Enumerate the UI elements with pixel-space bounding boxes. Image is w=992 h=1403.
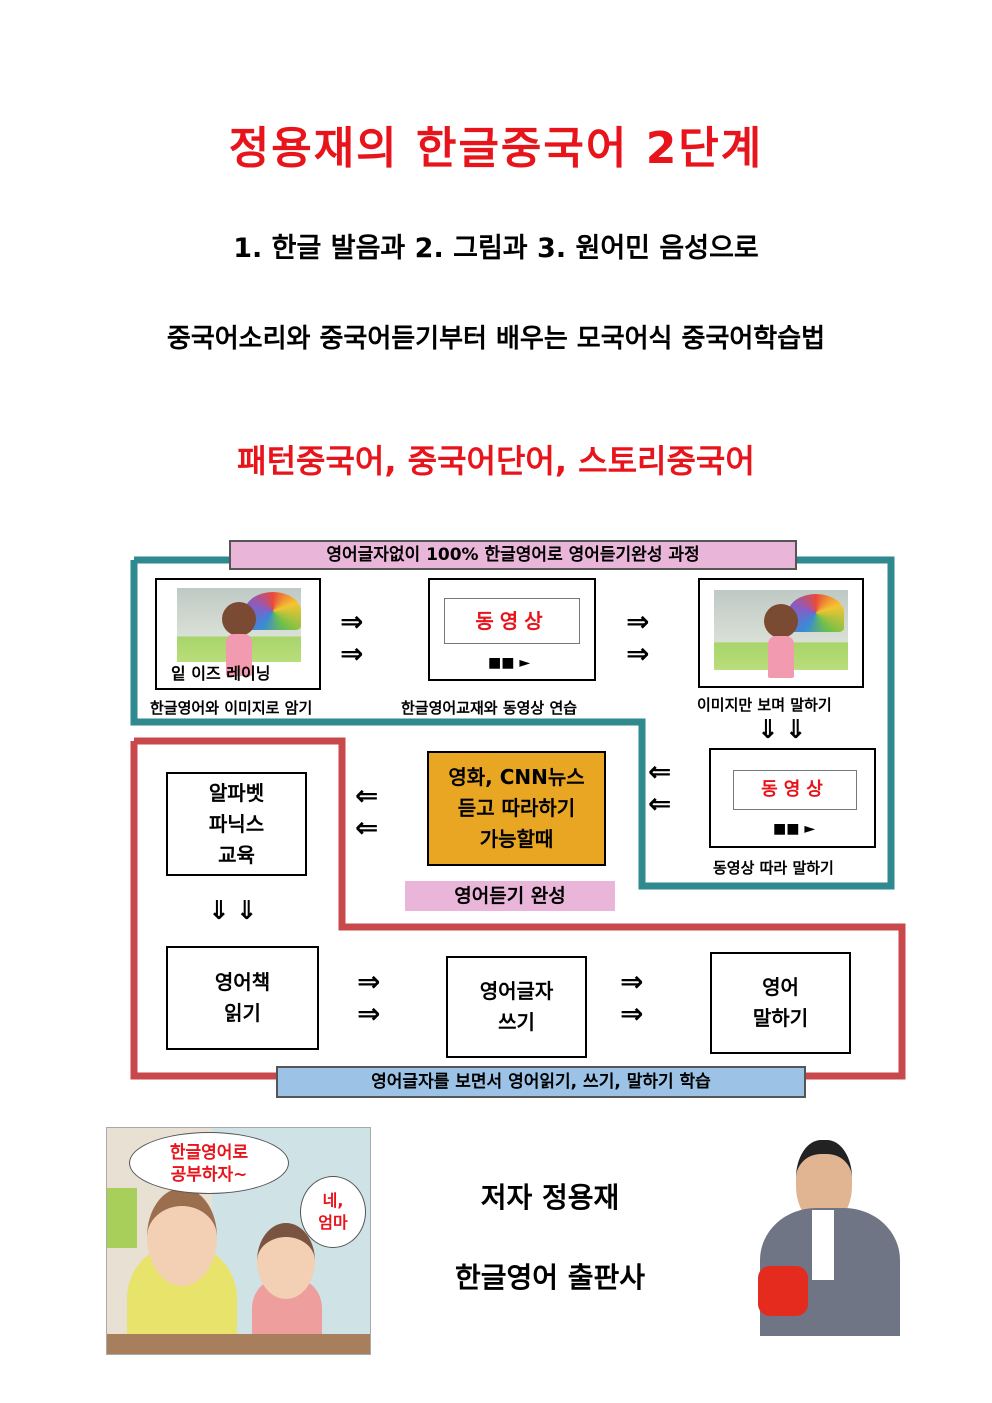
right-double-arrow-icon: ⇒⇒ [626, 605, 650, 670]
play-icon: ■■ ► [488, 655, 531, 671]
step4-label: 동영상 따라 말하기 [713, 859, 834, 877]
publisher-name: 한글영어 출판사 [454, 1261, 646, 1294]
author-shirt [812, 1210, 834, 1280]
right-double-arrow-icon: ⇒⇒ [340, 605, 364, 670]
step1-image-caption: 잍 이즈 레이닝 [171, 664, 271, 683]
mother-face [147, 1188, 217, 1286]
step2-label: 한글영어교재와 동영상 연습 [401, 699, 578, 717]
author-photo [752, 1136, 902, 1336]
subtitle-description: 중국어소리와 중국어듣기부터 배우는 모국어식 중국어학습법 [166, 324, 826, 354]
teal-outline [130, 556, 895, 890]
girl-icon [222, 602, 256, 636]
top-banner: 영어글자없이 100% 한글영어로 영어듣기완성 과정 [229, 540, 797, 570]
red-hammer-icon [758, 1266, 808, 1316]
step2-video-box: 동영상 ■■ ► [428, 578, 596, 681]
girl-body [226, 634, 252, 676]
rain-girl-image [177, 588, 302, 676]
left-double-arrow-icon: ⇐⇐ [355, 779, 379, 844]
step1-label: 한글영어와 이미지로 암기 [150, 699, 313, 717]
subtitle-series: 패턴중국어, 중국어단어, 스토리중국어 [237, 442, 755, 480]
video-screen: 동영상 [733, 770, 857, 810]
step4-video-box: 동영상 ■■ ► [709, 748, 876, 848]
girl-icon [764, 604, 798, 638]
step3-image-box [698, 578, 864, 688]
video-screen: 동영상 [444, 598, 580, 644]
table [107, 1334, 370, 1354]
step3-label: 이미지만 보며 말하기 [697, 696, 832, 714]
red-outline [130, 737, 906, 1080]
down-double-arrow-icon: ⇓⇓ [208, 896, 264, 926]
down-double-arrow-icon: ⇓⇓ [757, 715, 813, 745]
step1-image-box: 잍 이즈 레이닝 [155, 578, 321, 690]
left-double-arrow-icon: ⇐⇐ [648, 755, 672, 820]
right-double-arrow-icon: ⇒⇒ [620, 965, 644, 1030]
bottom-banner: 영어글자를 보면서 영어읽기, 쓰기, 말하기 학습 [276, 1066, 806, 1098]
author-name: 저자 정용재 [480, 1181, 620, 1214]
girl-body [768, 636, 794, 678]
right-double-arrow-icon: ⇒⇒ [357, 965, 381, 1030]
speech-bubble-girl: 네,엄마 [300, 1176, 366, 1248]
subtitle-method: 1. 한글 발음과 2. 그림과 3. 원어민 음성으로 [233, 233, 759, 264]
mid-banner: 영어듣기 완성 [405, 881, 615, 911]
book-title: 정용재의 한글중국어 2단계 [228, 123, 764, 174]
play-icon: ■■ ► [773, 821, 816, 837]
rain-girl-image [714, 590, 848, 678]
girl-face [257, 1223, 315, 1299]
books-icon [107, 1188, 137, 1248]
